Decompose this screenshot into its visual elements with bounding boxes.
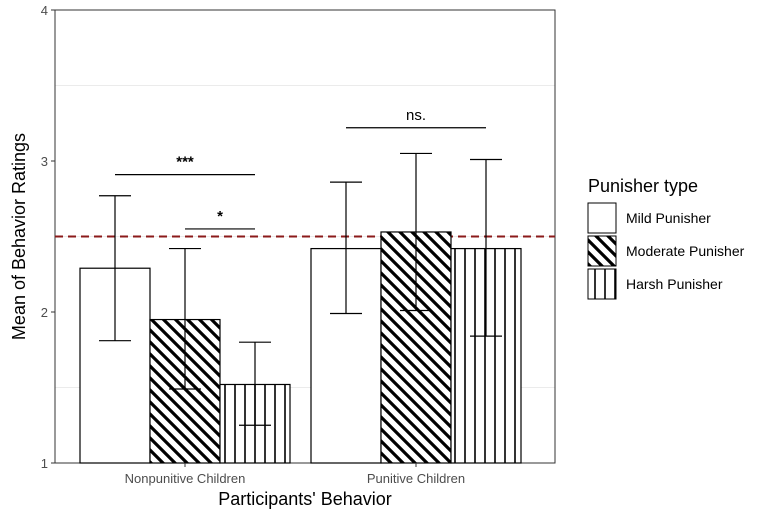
y-tick-label: 4 xyxy=(41,3,48,18)
legend-title: Punisher type xyxy=(588,176,698,196)
significance-label: ns. xyxy=(406,107,426,124)
significance-label: *** xyxy=(176,154,194,171)
legend-label: Mild Punisher xyxy=(626,210,711,226)
x-axis-title: Participants' Behavior xyxy=(218,489,392,509)
significance-annotations: ****ns. xyxy=(115,107,486,230)
legend-key xyxy=(587,202,617,234)
legend-key xyxy=(587,268,617,300)
y-axis-title: Mean of Behavior Ratings xyxy=(9,133,29,340)
y-tick-label: 2 xyxy=(41,305,48,320)
x-tick-label: Nonpunitive Children xyxy=(125,471,246,486)
significance-label: * xyxy=(217,208,223,225)
legend-key xyxy=(587,235,617,267)
y-tick-label: 1 xyxy=(41,456,48,471)
legend-label: Moderate Punisher xyxy=(626,243,745,259)
legend-label: Harsh Punisher xyxy=(626,276,723,292)
error-bars xyxy=(99,152,502,426)
bars xyxy=(79,231,522,464)
x-tick-label: Punitive Children xyxy=(367,471,465,486)
y-tick-label: 3 xyxy=(41,154,48,169)
